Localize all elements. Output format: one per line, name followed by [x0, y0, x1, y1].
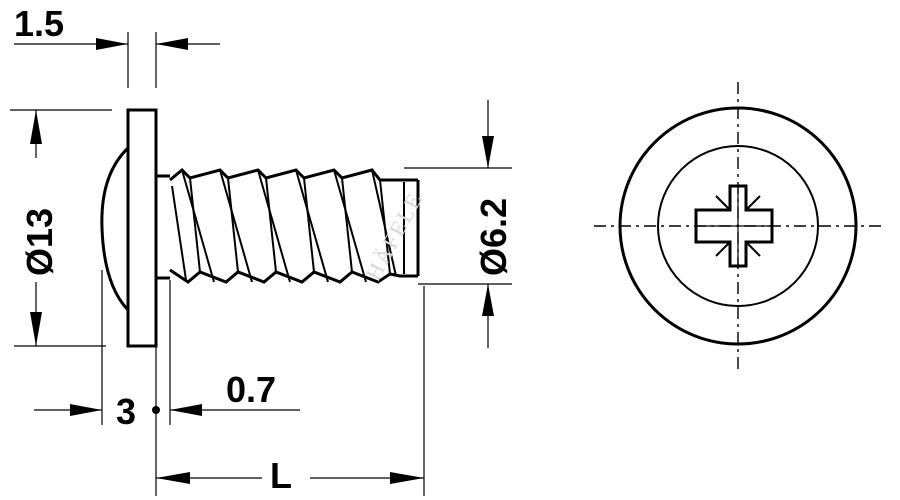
- dimension-head-diameter: Ø13: [10, 109, 112, 347]
- thread-flanks: [171, 169, 397, 283]
- dimension-head-offset: 3 0.7: [34, 270, 300, 432]
- dimension-thread-diameter: Ø6.2: [404, 100, 514, 348]
- thread-diameter-label: Ø6.2: [473, 198, 514, 276]
- screw-shank: [156, 167, 420, 284]
- head-diameter-label: Ø13: [19, 208, 60, 276]
- dimension-head-thickness: 1.5: [14, 3, 220, 88]
- pozidriv-cross-icon: [694, 184, 774, 268]
- head-offset-label: 3: [116, 391, 136, 432]
- length-label: L: [270, 455, 292, 496]
- thread-start-label: 0.7: [226, 369, 276, 410]
- dimension-length: L: [155, 286, 425, 496]
- screw-end-view: [594, 82, 884, 370]
- screw-head: [100, 108, 158, 348]
- head-thickness-label: 1.5: [14, 3, 64, 44]
